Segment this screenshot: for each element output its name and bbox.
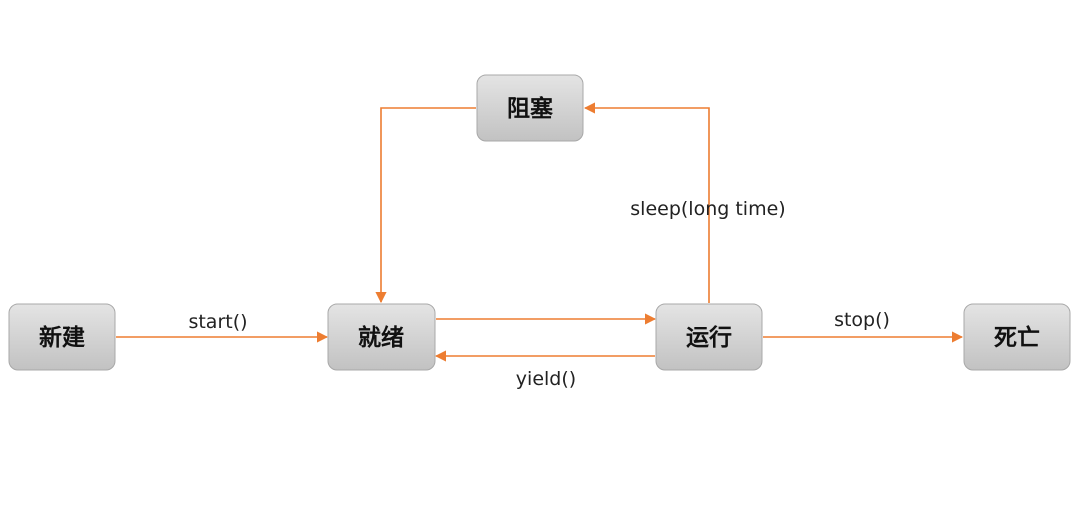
node-blocked: 阻塞 — [476, 74, 584, 142]
node-new-label: 新建 — [39, 324, 85, 351]
edge-label-start: start() — [188, 311, 247, 333]
node-dead-label: 死亡 — [994, 324, 1040, 351]
edge-blocked-to-ready-arrow — [375, 107, 476, 304]
node-ready-label: 就绪 — [358, 324, 404, 351]
edge-sleep-arrow — [583, 102, 710, 303]
node-new: 新建 — [8, 303, 116, 371]
node-blocked-label: 阻塞 — [507, 95, 553, 122]
node-running-label: 运行 — [686, 324, 732, 351]
node-ready: 就绪 — [327, 303, 436, 371]
edge-label-sleep: sleep(long time) — [630, 198, 785, 220]
edge-label-yield: yield() — [516, 368, 576, 390]
node-dead: 死亡 — [963, 303, 1071, 371]
edge-label-stop: stop() — [834, 309, 890, 331]
node-running: 运行 — [655, 303, 763, 371]
